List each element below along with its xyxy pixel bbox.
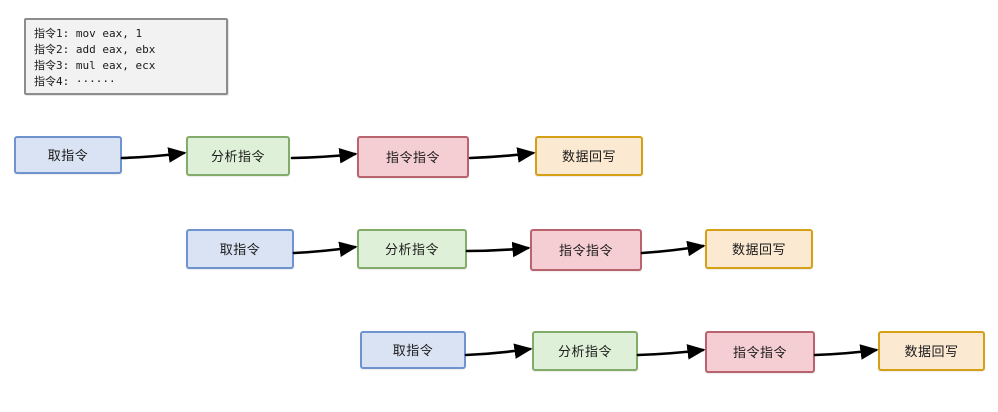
stage-box-write[interactable]: 数据回写 xyxy=(705,229,813,269)
stage-box-decode[interactable]: 分析指令 xyxy=(532,331,638,371)
stage-box-decode[interactable]: 分析指令 xyxy=(357,229,467,269)
stage-label: 取指令 xyxy=(219,241,261,257)
stage-box-fetch[interactable]: 取指令 xyxy=(14,136,122,174)
stage-label: 分析指令 xyxy=(210,148,265,164)
stage-box-fetch[interactable]: 取指令 xyxy=(360,331,466,369)
pipeline-arrow xyxy=(465,241,531,258)
pipeline-arrow xyxy=(640,240,706,257)
pipeline-arrow xyxy=(813,344,879,360)
stage-box-decode[interactable]: 分析指令 xyxy=(186,136,290,176)
stage-label: 指令指令 xyxy=(558,242,613,258)
instruction-listing-lines: 指令1: mov eax, 1 指令2: add eax, ebx 指令3: mul… xyxy=(34,26,222,90)
stage-box-execute[interactable]: 指令指令 xyxy=(530,229,642,271)
stage-box-write[interactable]: 数据回写 xyxy=(535,136,643,176)
stage-label: 数据回写 xyxy=(904,343,959,359)
instruction-line: 指令3: mul eax, ecx xyxy=(34,59,156,72)
instruction-listing-panel: 指令1: mov eax, 1 指令2: add eax, ebx 指令3: mul… xyxy=(24,18,228,95)
stage-label: 取指令 xyxy=(392,342,434,358)
stage-label: 分析指令 xyxy=(557,343,612,359)
instruction-line: 指令1: mov eax, 1 xyxy=(34,27,143,40)
instruction-line: 指令4: ······ xyxy=(34,75,116,88)
stage-box-write[interactable]: 数据回写 xyxy=(878,331,985,371)
pipeline-arrow xyxy=(636,344,706,360)
stage-label: 分析指令 xyxy=(384,241,439,257)
pipeline-arrow xyxy=(464,343,533,359)
pipeline-arrow xyxy=(290,147,358,164)
stage-label: 指令指令 xyxy=(732,344,787,360)
stage-box-execute[interactable]: 指令指令 xyxy=(357,136,469,178)
stage-box-execute[interactable]: 指令指令 xyxy=(705,331,815,373)
pipeline-arrow xyxy=(468,147,536,163)
stage-label: 数据回写 xyxy=(561,148,616,164)
stage-label: 取指令 xyxy=(47,147,89,163)
instruction-line: 指令2: add eax, ebx xyxy=(34,43,156,56)
pipeline-arrow xyxy=(292,241,358,257)
stage-label: 数据回写 xyxy=(731,241,786,257)
stage-label: 指令指令 xyxy=(385,149,440,165)
pipeline-arrow xyxy=(120,147,187,163)
stage-box-fetch[interactable]: 取指令 xyxy=(186,229,294,269)
